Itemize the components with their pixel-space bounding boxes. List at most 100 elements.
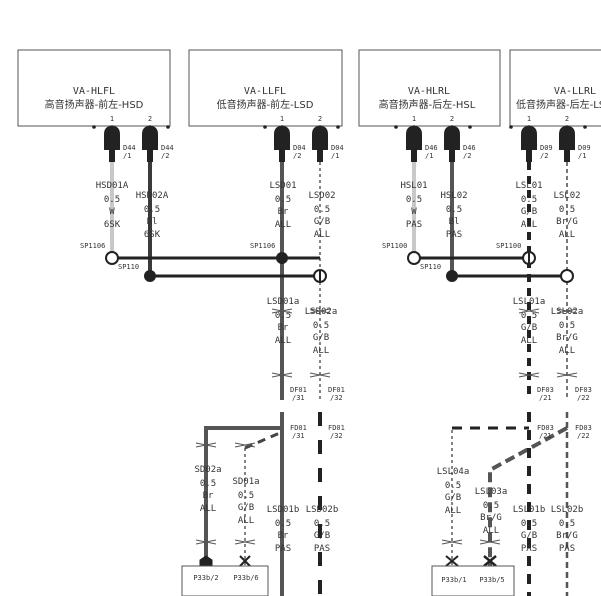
pin-number: 2 xyxy=(565,115,569,123)
svg-text:ALL: ALL xyxy=(559,346,575,356)
svg-text:Bl: Bl xyxy=(147,217,158,227)
svg-text:0.5: 0.5 xyxy=(144,205,160,215)
terminal-pin: /1 xyxy=(425,152,433,160)
svg-text:Br: Br xyxy=(203,491,214,501)
svg-text:DF03: DF03 xyxy=(537,386,554,394)
connector-name: 高音扬声器-前左-HSD xyxy=(45,98,144,111)
svg-text:ALL: ALL xyxy=(275,336,291,346)
svg-text:G/B: G/B xyxy=(314,217,330,227)
svg-text:FD03: FD03 xyxy=(537,424,554,432)
pin-number: 1 xyxy=(527,115,531,123)
svg-text:SD01a: SD01a xyxy=(232,477,259,487)
terminal-pin: /1 xyxy=(123,152,131,160)
page-ref-left[interactable]: P33b/2 P33b/6 xyxy=(181,565,269,596)
svg-text:LSL03a: LSL03a xyxy=(475,487,508,497)
svg-text:G/B: G/B xyxy=(314,531,330,541)
svg-text:LSD01b: LSD01b xyxy=(267,505,300,515)
splice-label: SP110 xyxy=(420,263,441,271)
connector-code: VA-LLRL xyxy=(554,86,596,97)
connector-code: VA-HLRL xyxy=(408,86,450,97)
connector-va-hlrl[interactable]: VA-HLRL 高音扬声器-后左-HSL 1 2 xyxy=(358,49,501,127)
svg-text:ALL: ALL xyxy=(559,230,575,240)
wire-label-lsd02b: LSD02b 0.5 G/B PAS xyxy=(306,505,339,554)
wire-label-lsd02a: LSD02a 0.5 G/B ALL xyxy=(305,307,338,356)
svg-text:/21: /21 xyxy=(539,394,552,402)
svg-text:DF01: DF01 xyxy=(328,386,345,394)
svg-text:0.5: 0.5 xyxy=(275,195,291,205)
terminal-id: D09 xyxy=(540,144,553,152)
terminal-id: D46 xyxy=(463,144,476,152)
svg-text:LSL01: LSL01 xyxy=(515,181,542,191)
svg-text:LSL01b: LSL01b xyxy=(513,505,546,515)
svg-text:G/B: G/B xyxy=(521,323,537,333)
svg-text:PAS: PAS xyxy=(446,230,462,240)
svg-text:LSL02a: LSL02a xyxy=(551,307,584,317)
svg-text:ALL: ALL xyxy=(483,526,499,536)
svg-text:/31: /31 xyxy=(292,394,305,402)
terminal-pin: /2 xyxy=(540,152,548,160)
svg-text:0.5: 0.5 xyxy=(314,205,330,215)
page-terminal-symbols xyxy=(199,555,497,567)
svg-text:0.5: 0.5 xyxy=(104,195,120,205)
wire-label-hsd02a: HSD02A 0.5 Bl 6SK xyxy=(136,191,169,240)
svg-text:FD01: FD01 xyxy=(290,424,307,432)
page-ref-label: P33b/5 xyxy=(479,576,504,584)
crossover-marks xyxy=(271,308,578,378)
pin-number: 2 xyxy=(450,115,454,123)
svg-text:LSL02: LSL02 xyxy=(553,191,580,201)
svg-text:0.5: 0.5 xyxy=(238,491,254,501)
svg-text:0.5: 0.5 xyxy=(521,519,537,529)
svg-text:0.5: 0.5 xyxy=(406,195,422,205)
svg-text:0.5: 0.5 xyxy=(200,479,216,489)
wire-lsl03a[interactable] xyxy=(488,426,568,566)
splice-labels: SP1106 SP1106 SP1100 SP1100 SP110 SP110 xyxy=(80,242,521,271)
wire-sd02a[interactable] xyxy=(204,412,284,566)
svg-text:Br/G: Br/G xyxy=(556,333,578,343)
connector-code: VA-LLFL xyxy=(244,86,286,97)
svg-text:/21: /21 xyxy=(539,432,552,440)
splice-label: SP1100 xyxy=(382,242,407,250)
svg-text:/32: /32 xyxy=(330,432,343,440)
svg-text:0.5: 0.5 xyxy=(313,321,329,331)
page-ref-label: P33b/1 xyxy=(441,576,466,584)
svg-text:0.5: 0.5 xyxy=(521,311,537,321)
svg-text:G/B: G/B xyxy=(238,503,254,513)
svg-text:0.5: 0.5 xyxy=(275,311,291,321)
connector-va-llfl[interactable]: VA-LLFL 低音扬声器-前左-LSD 1 2 xyxy=(188,49,343,127)
connector-va-hlfl[interactable]: VA-HLFL 高音扬声器-前左-HSD 1 2 xyxy=(17,49,171,127)
page-ref-right[interactable]: P33b/1 P33b/5 xyxy=(431,565,515,596)
connector-name: 低音扬声器-前左-LSD xyxy=(217,98,314,111)
svg-text:FD03: FD03 xyxy=(575,424,592,432)
svg-text:PAS: PAS xyxy=(275,544,291,554)
svg-text:G/B: G/B xyxy=(445,493,461,503)
svg-text:ALL: ALL xyxy=(275,220,291,230)
wire-fd01-jog xyxy=(244,430,283,450)
terminal-pin: /2 xyxy=(293,152,301,160)
svg-text:Br/G: Br/G xyxy=(556,217,578,227)
page-ref-label: P33b/6 xyxy=(233,574,258,582)
wire-label-lsd01: LSD01 0.5 Br ALL xyxy=(269,181,296,230)
svg-text:0.5: 0.5 xyxy=(445,481,461,491)
svg-text:LSL01a: LSL01a xyxy=(513,297,546,307)
wire-label-lsl02b: LSL02b 0.5 Br/G PAS xyxy=(551,505,584,554)
svg-text:/31: /31 xyxy=(292,432,305,440)
connector-va-llrl[interactable]: VA-LLRL 低音扬声器-后左-LSL 1 2 xyxy=(509,49,601,127)
svg-text:DF03: DF03 xyxy=(575,386,592,394)
svg-text:LSL02b: LSL02b xyxy=(551,505,584,515)
svg-text:/22: /22 xyxy=(577,432,590,440)
splice-label: SP1106 xyxy=(250,242,275,250)
lower-crossover-marks xyxy=(195,442,501,545)
wire-label-lsl01a: LSL01a 0.5 G/B ALL xyxy=(513,297,546,346)
terminal-id: D46 xyxy=(425,144,438,152)
terminal-pin: /2 xyxy=(463,152,471,160)
svg-text:PAS: PAS xyxy=(559,544,575,554)
svg-text:/22: /22 xyxy=(577,394,590,402)
wire-label-hsl02: HSL02 0.5 Bl PAS xyxy=(440,191,467,240)
svg-text:0.5: 0.5 xyxy=(559,205,575,215)
svg-text:HSD02A: HSD02A xyxy=(136,191,169,201)
svg-text:Br: Br xyxy=(278,207,289,217)
splice-label: SP110 xyxy=(118,263,139,271)
svg-text:0.5: 0.5 xyxy=(483,501,499,511)
svg-text:6SK: 6SK xyxy=(104,220,121,230)
